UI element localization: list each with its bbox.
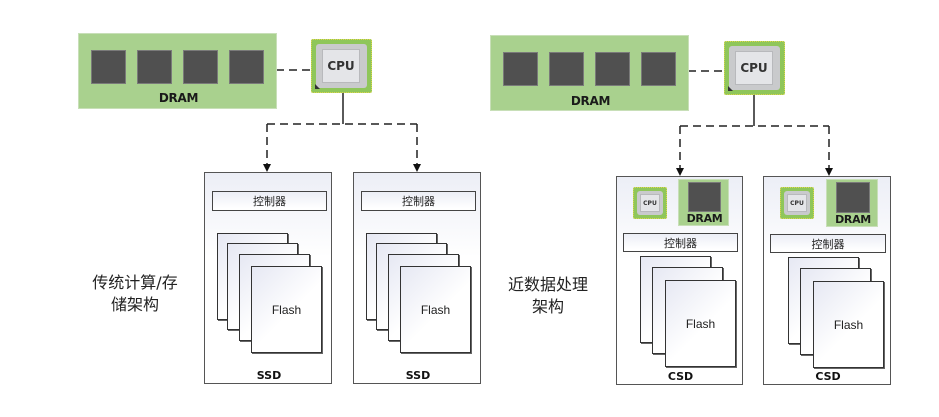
dram-chip — [688, 182, 721, 212]
flash-chip: Flash — [400, 266, 471, 353]
cpu-label: CPU — [735, 51, 773, 85]
dram-label: DRAM — [158, 91, 199, 105]
flash-chip: Flash — [251, 266, 322, 353]
ssd-label: SSD — [256, 369, 282, 382]
cpu-pin-marker-icon — [315, 84, 320, 89]
csd-cpu: CPU — [780, 187, 814, 219]
caption-line: 近数据处理 — [507, 275, 588, 294]
csd-cpu: CPU — [633, 187, 667, 219]
cpu-label: CPU — [787, 194, 807, 212]
dram-chip — [137, 50, 172, 84]
dram-chip — [229, 50, 264, 84]
csd-dram: DRAM — [678, 179, 729, 226]
csd-dram: DRAM — [826, 179, 878, 227]
caption-near-data: 近数据处理 架构 — [490, 274, 606, 318]
caption-line: 传统计算/存 — [92, 273, 178, 292]
controller: 控制器 — [212, 191, 327, 211]
csd-device: CPU DRAM 控制器 Flash CSD — [763, 176, 891, 385]
csd-label: CSD — [815, 370, 841, 383]
cpu-label: CPU — [322, 49, 360, 83]
flash-chip: Flash — [665, 280, 736, 367]
controller: 控制器 — [770, 234, 886, 253]
flash-chip: Flash — [813, 281, 884, 368]
dram-chip — [641, 52, 676, 86]
caption-line: 架构 — [531, 297, 564, 316]
csd-label: CSD — [667, 370, 694, 383]
dram-chip — [836, 182, 870, 213]
controller: 控制器 — [361, 191, 476, 211]
ssd-device: 控制器 Flash SSD — [204, 172, 332, 384]
dram-label: DRAM — [835, 213, 871, 226]
ssd-label: SSD — [405, 369, 431, 382]
csd-device: CPU DRAM 控制器 Flash CSD — [616, 176, 743, 385]
dram-label: DRAM — [570, 94, 611, 108]
caption-line: 储架构 — [110, 295, 159, 314]
dram-chip — [183, 50, 218, 84]
dram-chip — [549, 52, 584, 86]
ssd-device: 控制器 Flash SSD — [353, 172, 481, 384]
cpu-pin-marker-icon — [728, 86, 733, 91]
cpu-chip-right: CPU — [724, 41, 785, 95]
cpu-chip-left: CPU — [311, 39, 372, 93]
dram-chip — [503, 52, 538, 86]
caption-traditional: 传统计算/存 储架构 — [72, 272, 198, 316]
controller: 控制器 — [623, 233, 738, 252]
dram-chip — [91, 50, 126, 84]
dram-module-left: DRAM — [78, 33, 277, 109]
dram-chip — [595, 52, 630, 86]
dram-module-right: DRAM — [490, 35, 689, 111]
cpu-label: CPU — [640, 194, 660, 212]
dram-label: DRAM — [686, 212, 723, 225]
